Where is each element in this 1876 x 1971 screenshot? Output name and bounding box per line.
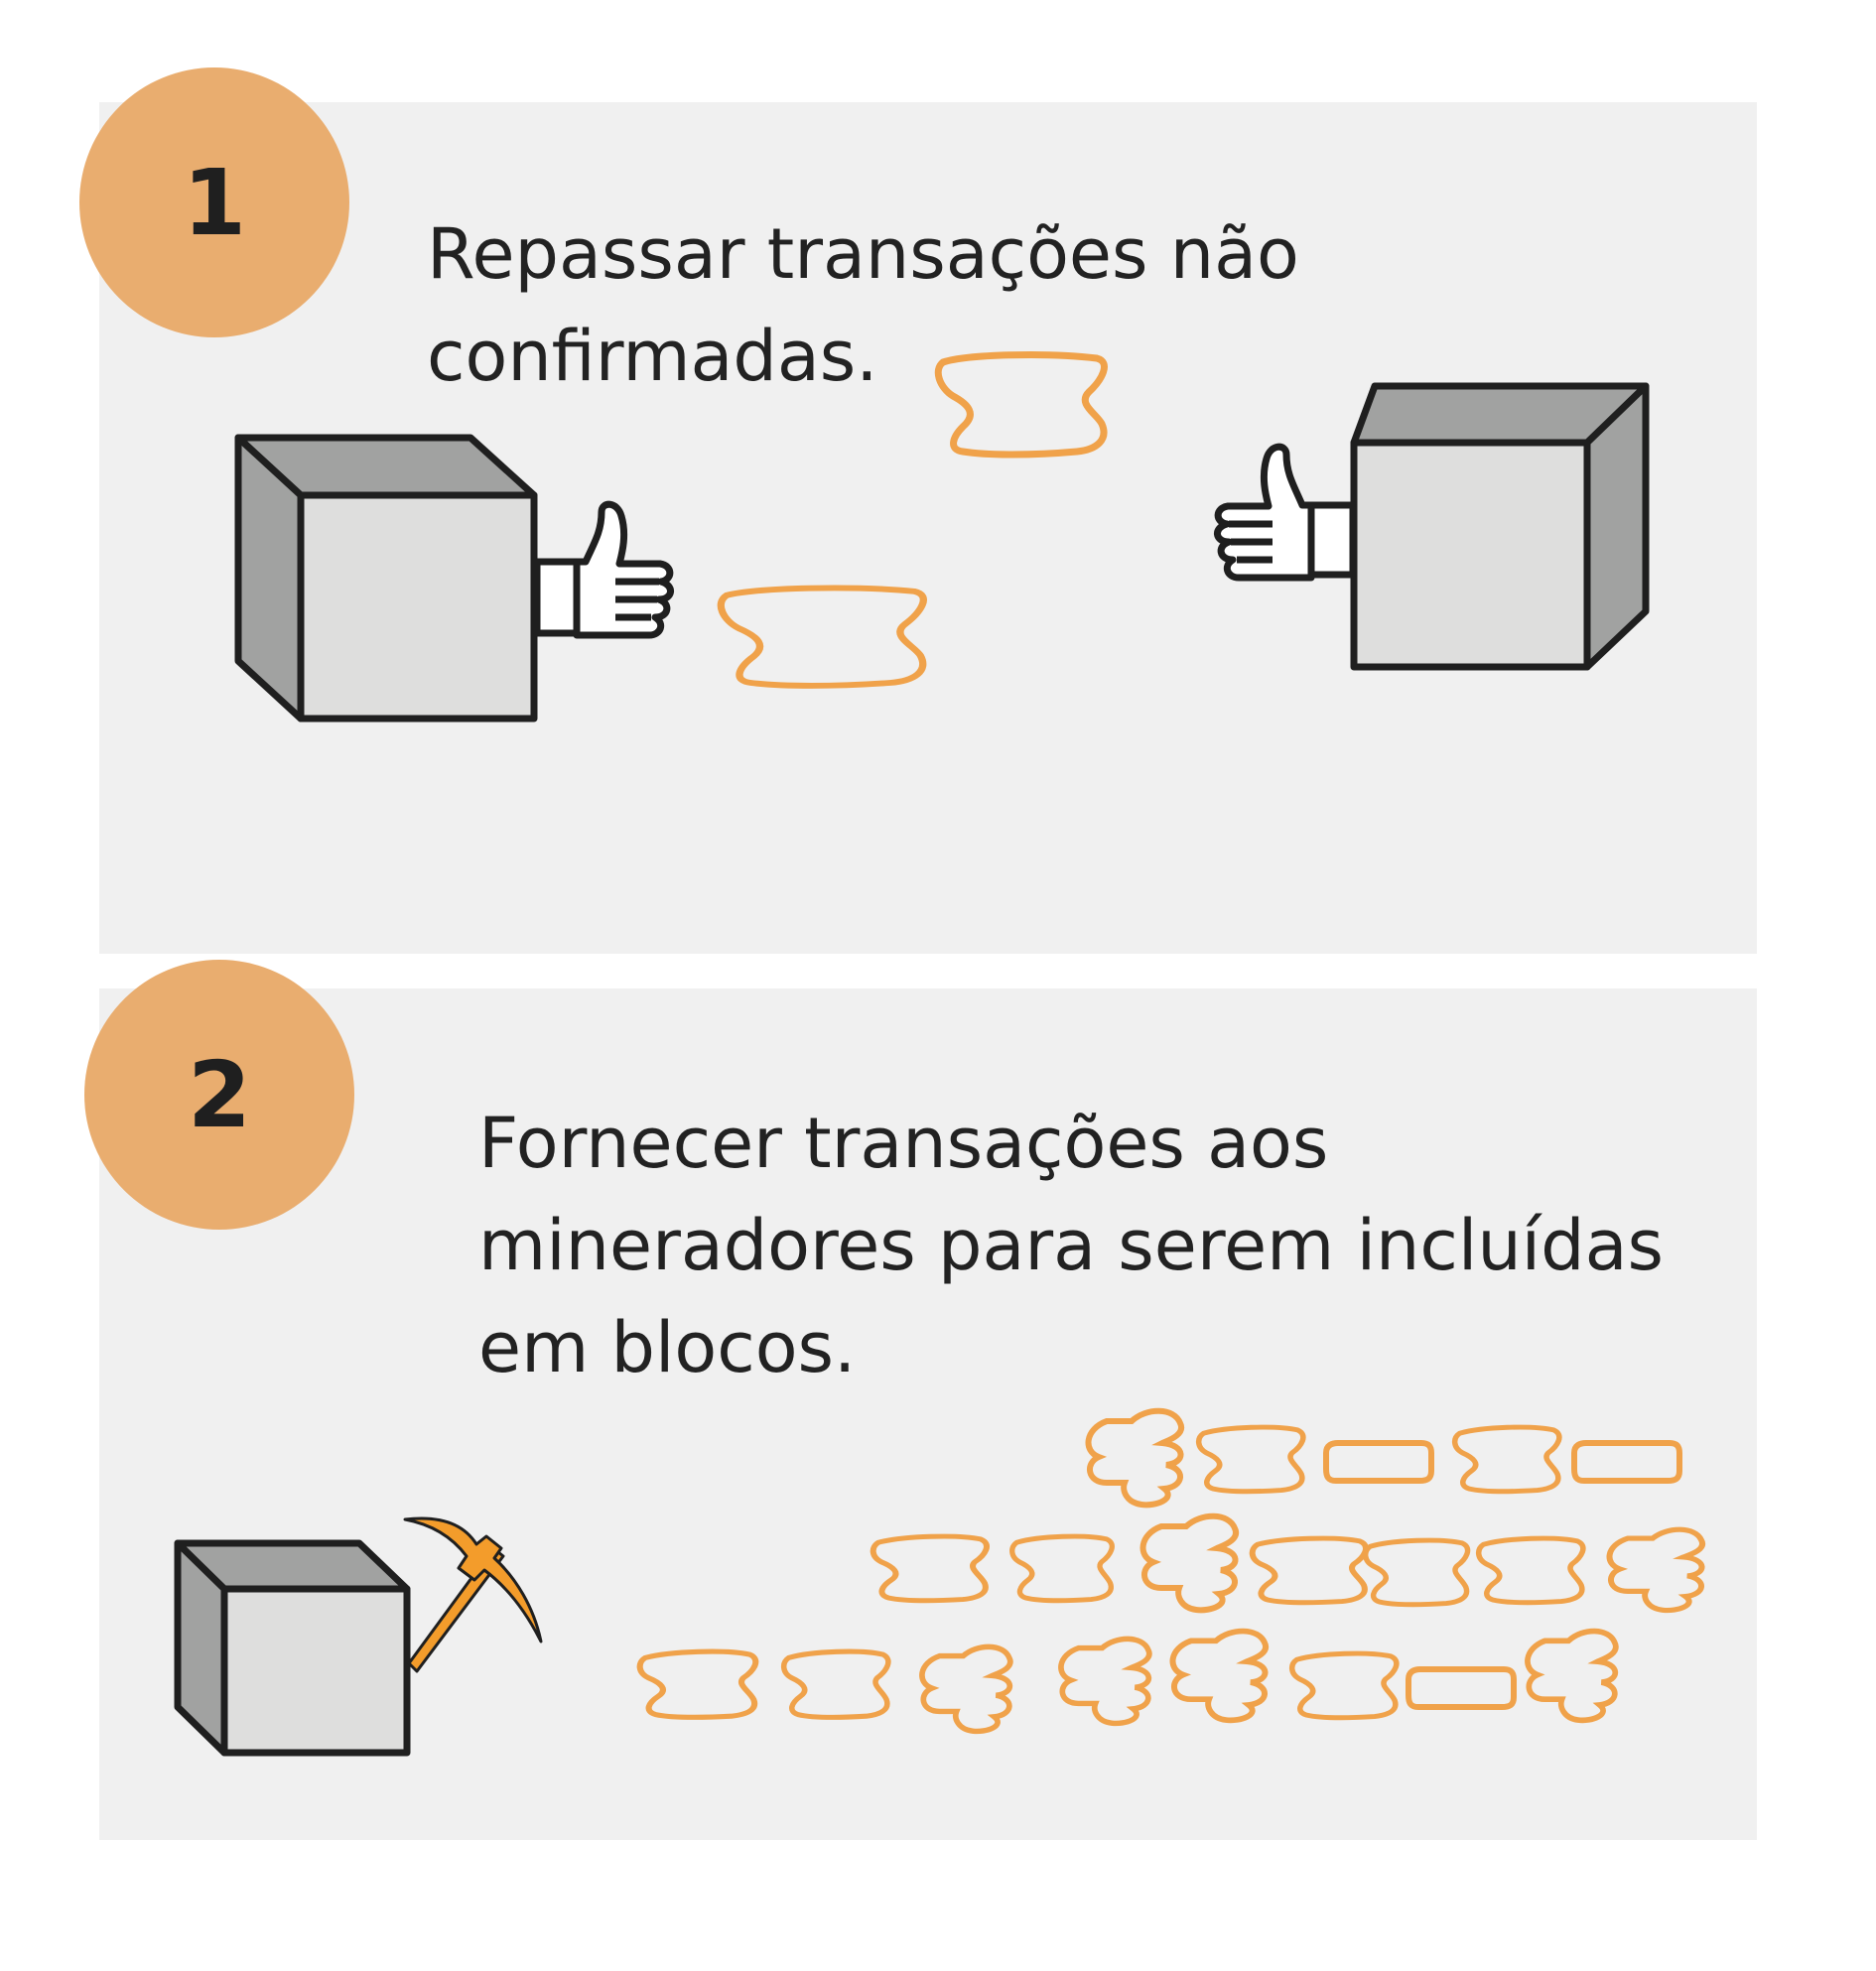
transaction-pool xyxy=(640,1411,1702,1732)
right-thumbs-up-icon xyxy=(1214,443,1357,582)
step-2-line-2: mineradores para serem incluídas xyxy=(478,1205,1664,1286)
transaction-blob-icon xyxy=(1326,1443,1431,1481)
transaction-blob-icon xyxy=(1061,1639,1149,1723)
transaction-blob-icon xyxy=(640,1651,756,1717)
step-1-number-badge: 1 xyxy=(79,67,349,337)
transaction-blob-icon xyxy=(1012,1536,1113,1601)
transaction-blob-icon xyxy=(1089,1411,1182,1506)
transaction-blob-icon xyxy=(873,1536,987,1601)
step-1-description: Repassar transações não confirmadas. xyxy=(427,203,1419,408)
step-2-line-3: em blocos. xyxy=(478,1307,857,1388)
transaction-blob-icon xyxy=(1479,1538,1583,1603)
transaction-blob-icon xyxy=(922,1646,1010,1731)
left-thumbs-up-icon xyxy=(533,500,674,639)
transaction-blob-icon xyxy=(784,1651,888,1717)
transaction-blob-icon xyxy=(1366,1540,1468,1605)
transaction-blob-icon xyxy=(1292,1653,1397,1718)
transaction-blob-icon xyxy=(721,588,923,685)
step-2-line-1: Fornecer transações aos xyxy=(478,1103,1329,1184)
right-node-cube-icon xyxy=(1350,382,1650,671)
transaction-blob-icon xyxy=(1143,1516,1237,1611)
transaction-blob-icon xyxy=(1199,1427,1303,1492)
miner-cube-icon xyxy=(174,1539,411,1757)
step-1-number: 1 xyxy=(182,149,246,256)
transaction-blob-icon xyxy=(1528,1632,1616,1721)
transaction-blob-icon xyxy=(1408,1669,1514,1707)
transaction-blob-icon xyxy=(1173,1632,1267,1721)
step-2-number-badge: 2 xyxy=(84,960,354,1230)
step-1-line-1: Repassar transações não xyxy=(427,213,1299,295)
pickaxe-icon xyxy=(403,1516,543,1673)
transaction-blob-icon xyxy=(1253,1538,1366,1603)
step-1-line-2: confirmadas. xyxy=(427,316,878,397)
left-node-cube-icon xyxy=(234,434,538,723)
step-2-description: Fornecer transações aos mineradores para… xyxy=(478,1093,1739,1399)
transaction-blob-icon xyxy=(1455,1427,1559,1492)
transaction-blob-icon xyxy=(1574,1443,1679,1481)
step-2-number: 2 xyxy=(187,1041,251,1148)
transaction-blob-icon xyxy=(1610,1529,1703,1610)
